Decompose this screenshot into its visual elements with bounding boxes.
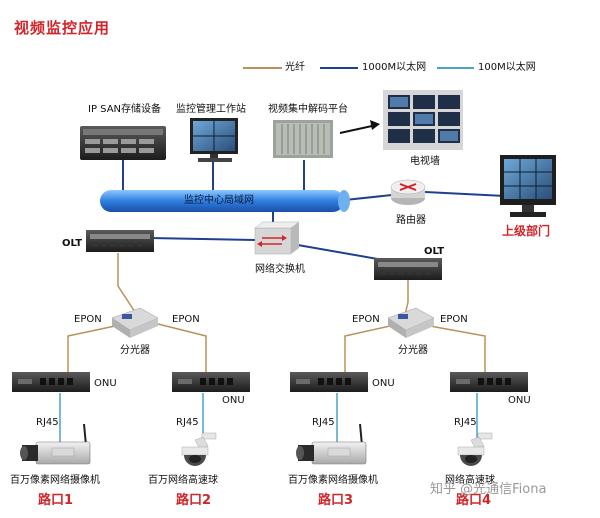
rj45-3-label: RJ45	[312, 417, 335, 428]
switch-label: 网络交换机	[255, 264, 305, 275]
connections	[59, 160, 506, 442]
decoder-label: 视频集中解码平台	[268, 104, 348, 115]
storage-device	[80, 126, 166, 160]
camera-1-box	[20, 423, 91, 465]
rj45-1-label: RJ45	[36, 417, 59, 428]
camera-4-label: 网络高速球	[445, 475, 495, 486]
lan-backbone	[100, 190, 350, 212]
splitter-right-device	[387, 307, 435, 338]
workstation-monitor	[190, 118, 238, 162]
onu-3-label: ONU	[372, 378, 395, 389]
legend-1000m-label: 1000M以太网	[362, 62, 427, 73]
camera-3-box	[296, 423, 367, 465]
port-4-label: 路口4	[456, 493, 492, 508]
epon-3-label: EPON	[352, 314, 380, 325]
rj45-4-label: RJ45	[454, 417, 477, 428]
onu-4-device	[450, 372, 528, 392]
olt-left-label: OLT	[62, 238, 83, 249]
onu-4-label: ONU	[508, 395, 531, 406]
diagram-title: 视频监控应用	[14, 19, 111, 37]
superior-label: 上级部门	[502, 224, 551, 238]
tv-wall	[383, 90, 463, 150]
lan-label: 监控中心局域网	[184, 195, 254, 206]
epon-1-label: EPON	[74, 314, 102, 325]
router-label: 路由器	[396, 215, 426, 226]
port-1-label: 路口1	[38, 493, 74, 508]
port-3-label: 路口3	[318, 493, 354, 508]
storage-label: IP SAN存储设备	[88, 104, 162, 115]
camera-2-label: 百万网络高速球	[148, 475, 218, 486]
splitter-left-label: 分光器	[120, 345, 150, 356]
legend-100m-label: 100M以太网	[478, 62, 536, 73]
network-switch-device	[254, 221, 300, 255]
epon-2-label: EPON	[172, 314, 200, 325]
splitter-left-device	[111, 307, 159, 338]
router-device	[390, 179, 426, 205]
onu-1-device	[12, 372, 90, 392]
olt-left-device	[86, 230, 154, 252]
olt-right-label: OLT	[424, 246, 445, 257]
arrow-to-tv-wall	[339, 120, 380, 134]
camera-1-label: 百万像素网络摄像机	[10, 475, 100, 486]
onu-3-device	[290, 372, 368, 392]
splitter-right-label: 分光器	[398, 345, 428, 356]
onu-2-label: ONU	[222, 395, 245, 406]
epon-4-label: EPON	[440, 314, 468, 325]
olt-right-device	[374, 258, 442, 280]
camera-3-label: 百万像素网络摄像机	[288, 475, 378, 486]
camera-4-dome	[457, 432, 493, 466]
onu-1-label: ONU	[94, 378, 117, 389]
camera-2-dome	[181, 432, 217, 466]
onu-2-device	[172, 372, 250, 392]
port-2-label: 路口2	[176, 493, 212, 508]
legend-fiber-label: 光纤	[285, 62, 305, 73]
tv-wall-label: 电视墙	[410, 156, 440, 167]
workstation-label: 监控管理工作站	[176, 104, 246, 115]
rj45-2-label: RJ45	[176, 417, 199, 428]
decoder-chassis	[273, 120, 333, 158]
watermark: 知乎 @光通信Fiona	[430, 482, 547, 497]
superior-monitor	[500, 155, 556, 217]
